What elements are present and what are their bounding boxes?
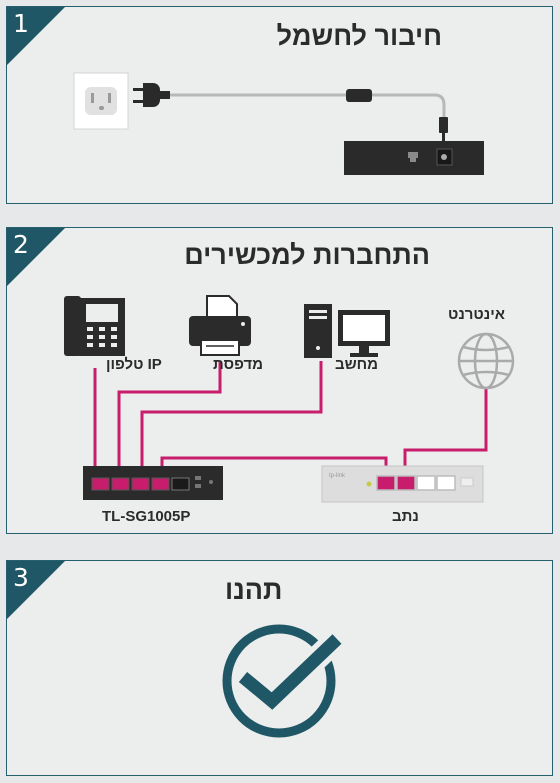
internet-globe-icon <box>457 332 515 390</box>
power-plug-icon <box>133 83 170 107</box>
switch-model-label: TL-SG1005P <box>102 508 191 525</box>
cable-internet <box>403 388 488 473</box>
cable-computer <box>140 361 323 478</box>
step-title: חיבור לחשמל <box>276 21 442 51</box>
computer-label: מחשב <box>335 356 379 373</box>
cable-ferrite-icon <box>346 89 372 102</box>
switch-ports <box>91 477 190 491</box>
computer-icon <box>304 304 390 358</box>
step-title: התחברות למכשירים <box>184 240 430 270</box>
power-connection-illustration <box>73 72 484 175</box>
internet-label: אינטרנט <box>448 306 505 323</box>
router-icon <box>321 465 484 503</box>
step-number: 3 <box>13 563 29 592</box>
step-number: 2 <box>13 230 29 259</box>
printer-label: מדפסת <box>213 356 264 373</box>
step-1-panel: 1 חיבור לחשמל <box>6 6 553 204</box>
device-connection-diagram: tp-link <box>64 295 515 503</box>
cable-printer <box>117 361 222 478</box>
step-title: תהנו <box>225 575 283 605</box>
power-cable <box>170 93 446 119</box>
printer-icon <box>189 295 251 356</box>
network-cables <box>93 361 488 478</box>
phone-label: טלפון IP <box>106 356 162 373</box>
switch-rear-icon <box>344 141 484 175</box>
ip-phone-icon <box>64 296 125 356</box>
step-3-panel: 3 תהנו <box>6 560 553 776</box>
router-label: נתב <box>392 508 419 525</box>
checkmark-circle-icon <box>222 624 346 738</box>
success-illustration <box>222 624 346 738</box>
wall-outlet-icon <box>73 72 129 130</box>
step-2-panel: 2 התחברות למכשירים <box>6 227 553 534</box>
step-number: 1 <box>13 9 29 38</box>
poe-switch-icon <box>83 466 223 500</box>
router-brand-label: tp-link <box>329 473 346 479</box>
